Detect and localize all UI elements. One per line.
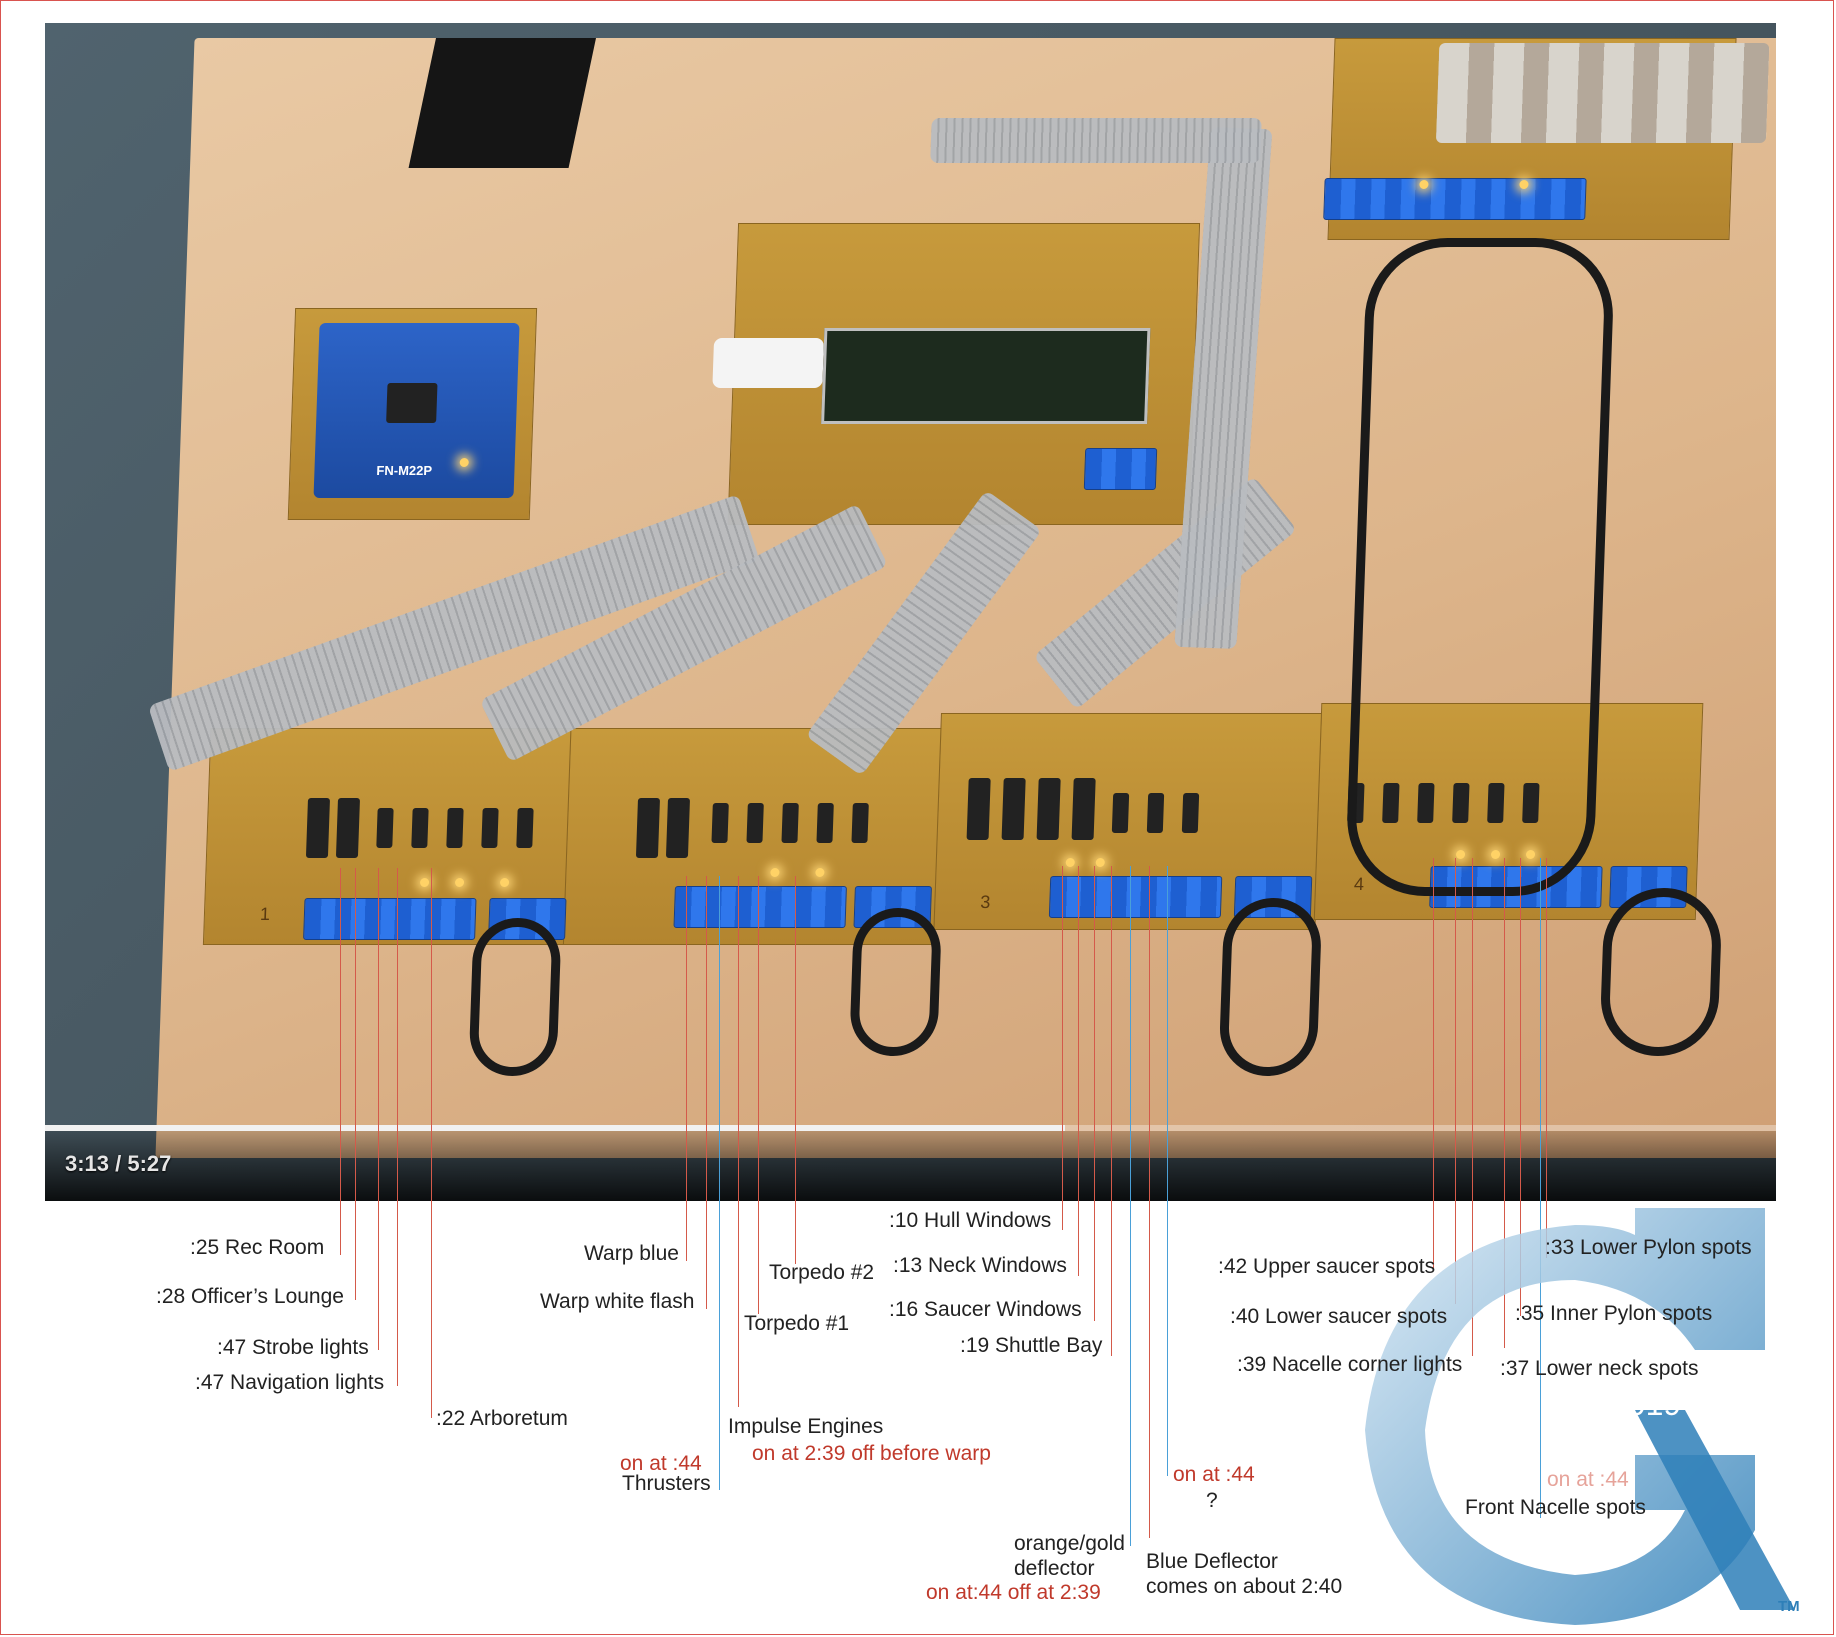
label-inner-pylon-spots: :35 Inner Pylon spots xyxy=(1515,1302,1713,1325)
leader-officers-lounge xyxy=(355,868,356,1300)
label-neck-windows: :13 Neck Windows xyxy=(893,1254,1067,1277)
leader-blue-deflector xyxy=(1149,866,1150,1538)
leader-inner-pylon xyxy=(1520,858,1521,1316)
leader-rec-room xyxy=(340,868,341,1255)
board-marker-3: 3 xyxy=(980,892,991,912)
label-nacelle-corner-lights: :39 Nacelle corner lights xyxy=(1237,1353,1463,1376)
video-progress-bar[interactable] xyxy=(45,1125,1776,1131)
fuse-bank xyxy=(1435,43,1770,143)
label-thrusters: Thrusters xyxy=(622,1472,711,1495)
microcontroller xyxy=(821,328,1151,424)
fuse-terminals xyxy=(1323,178,1587,220)
label-blue-deflector-1: Blue Deflector xyxy=(1146,1550,1278,1573)
leader-lower-saucer xyxy=(1455,858,1456,1304)
label-impulse-engines: Impulse Engines xyxy=(728,1415,884,1438)
cable-loop-4 xyxy=(1599,888,1723,1056)
leader-saucer-windows xyxy=(1094,866,1095,1321)
terminal-strip-3 xyxy=(1048,876,1223,918)
controller-terminal xyxy=(1083,448,1158,490)
leader-thrusters xyxy=(719,876,720,1490)
board-marker-1: 1 xyxy=(259,904,271,924)
leader-arboretum xyxy=(431,868,432,1418)
label-hull-windows: :10 Hull Windows xyxy=(889,1209,1052,1232)
leader-nacelle-corner xyxy=(1472,858,1473,1356)
label-warp-blue: Warp blue xyxy=(584,1242,679,1265)
video-progress-fill xyxy=(45,1125,1065,1131)
video-controls-shade xyxy=(45,1131,1776,1201)
label-officers-lounge: :28 Officer’s Lounge xyxy=(156,1285,344,1308)
label-shuttle-bay: :19 Shuttle Bay xyxy=(960,1334,1103,1357)
terminal-strip-2 xyxy=(673,886,847,928)
board-marker-4: 4 xyxy=(1353,874,1365,894)
label-torpedo-2: Torpedo #2 xyxy=(769,1261,875,1284)
logo-trademark: TM xyxy=(1778,1598,1800,1615)
usb-connector xyxy=(712,338,825,388)
ribbon-cable-top xyxy=(930,118,1262,163)
leader-shuttle-bay xyxy=(1111,866,1112,1356)
label-navigation-lights: :47 Navigation lights xyxy=(195,1371,385,1394)
label-front-nacelle-spots: Front Nacelle spots xyxy=(1465,1496,1646,1519)
leader-neck-windows xyxy=(1078,866,1079,1276)
label-saucer-windows: :16 Saucer Windows xyxy=(889,1298,1082,1321)
label-lower-pylon-spots: :33 Lower Pylon spots xyxy=(1545,1236,1752,1259)
note-thrusters: on at :44 xyxy=(620,1452,702,1475)
leader-question xyxy=(1167,866,1168,1476)
leader-lower-neck xyxy=(1504,858,1505,1348)
label-orange-deflector-1: orange/gold xyxy=(1014,1532,1125,1555)
video-frame[interactable]: FN-M22P 1 3 4 xyxy=(45,23,1776,1201)
power-supply xyxy=(408,38,597,168)
leader-upper-saucer xyxy=(1433,858,1434,1270)
cable-bundle xyxy=(1344,238,1616,896)
leader-torpedo-1 xyxy=(758,876,759,1314)
label-arboretum: :22 Arboretum xyxy=(436,1407,568,1430)
cable-loop-2 xyxy=(849,908,943,1056)
sound-module-label: FN-M22P xyxy=(376,463,433,478)
terminal-strip-1 xyxy=(303,898,477,940)
label-warp-white-flash: Warp white flash xyxy=(540,1290,695,1313)
leader-hull-windows xyxy=(1062,866,1063,1230)
leader-impulse xyxy=(738,876,739,1407)
video-time: 3:13 / 5:27 xyxy=(65,1151,172,1176)
label-orange-deflector-2: deflector xyxy=(1014,1557,1095,1580)
label-rec-room: :25 Rec Room xyxy=(190,1236,325,1259)
label-lower-saucer-spots: :40 Lower saucer spots xyxy=(1230,1305,1448,1328)
note-question: on at :44 xyxy=(1173,1463,1255,1486)
logo-mark xyxy=(1365,1208,1795,1625)
leader-torpedo-2 xyxy=(795,876,796,1264)
leader-navigation xyxy=(397,868,398,1386)
label-strobe-lights: :47 Strobe lights xyxy=(217,1336,369,1359)
leader-strobe xyxy=(378,868,379,1350)
leader-front-nacelle xyxy=(1540,858,1541,1518)
label-upper-saucer-spots: :42 Upper saucer spots xyxy=(1218,1255,1436,1278)
leader-orange-deflector xyxy=(1130,866,1131,1546)
note-front-nacelle: on at :44 xyxy=(1547,1468,1629,1491)
leader-lower-pylon xyxy=(1546,858,1547,1258)
logo-year: 2019 xyxy=(1610,1386,1682,1422)
label-question: ? xyxy=(1206,1489,1218,1512)
note-orange-deflector: on at:44 off at 2:39 xyxy=(926,1581,1101,1604)
wood-board: FN-M22P 1 3 4 xyxy=(147,38,1776,1158)
cable-loop-3 xyxy=(1218,898,1323,1076)
cable-loop-1 xyxy=(468,918,562,1076)
note-impulse: on at 2:39 off before warp xyxy=(752,1442,991,1465)
label-torpedo-1: Torpedo #1 xyxy=(744,1312,850,1335)
label-blue-deflector-2: comes on about 2:40 xyxy=(1146,1575,1343,1598)
leader-warp-white xyxy=(706,876,707,1309)
leader-warp-blue xyxy=(686,876,687,1261)
sound-module: FN-M22P xyxy=(313,323,520,498)
label-lower-neck-spots: :37 Lower neck spots xyxy=(1500,1357,1699,1380)
